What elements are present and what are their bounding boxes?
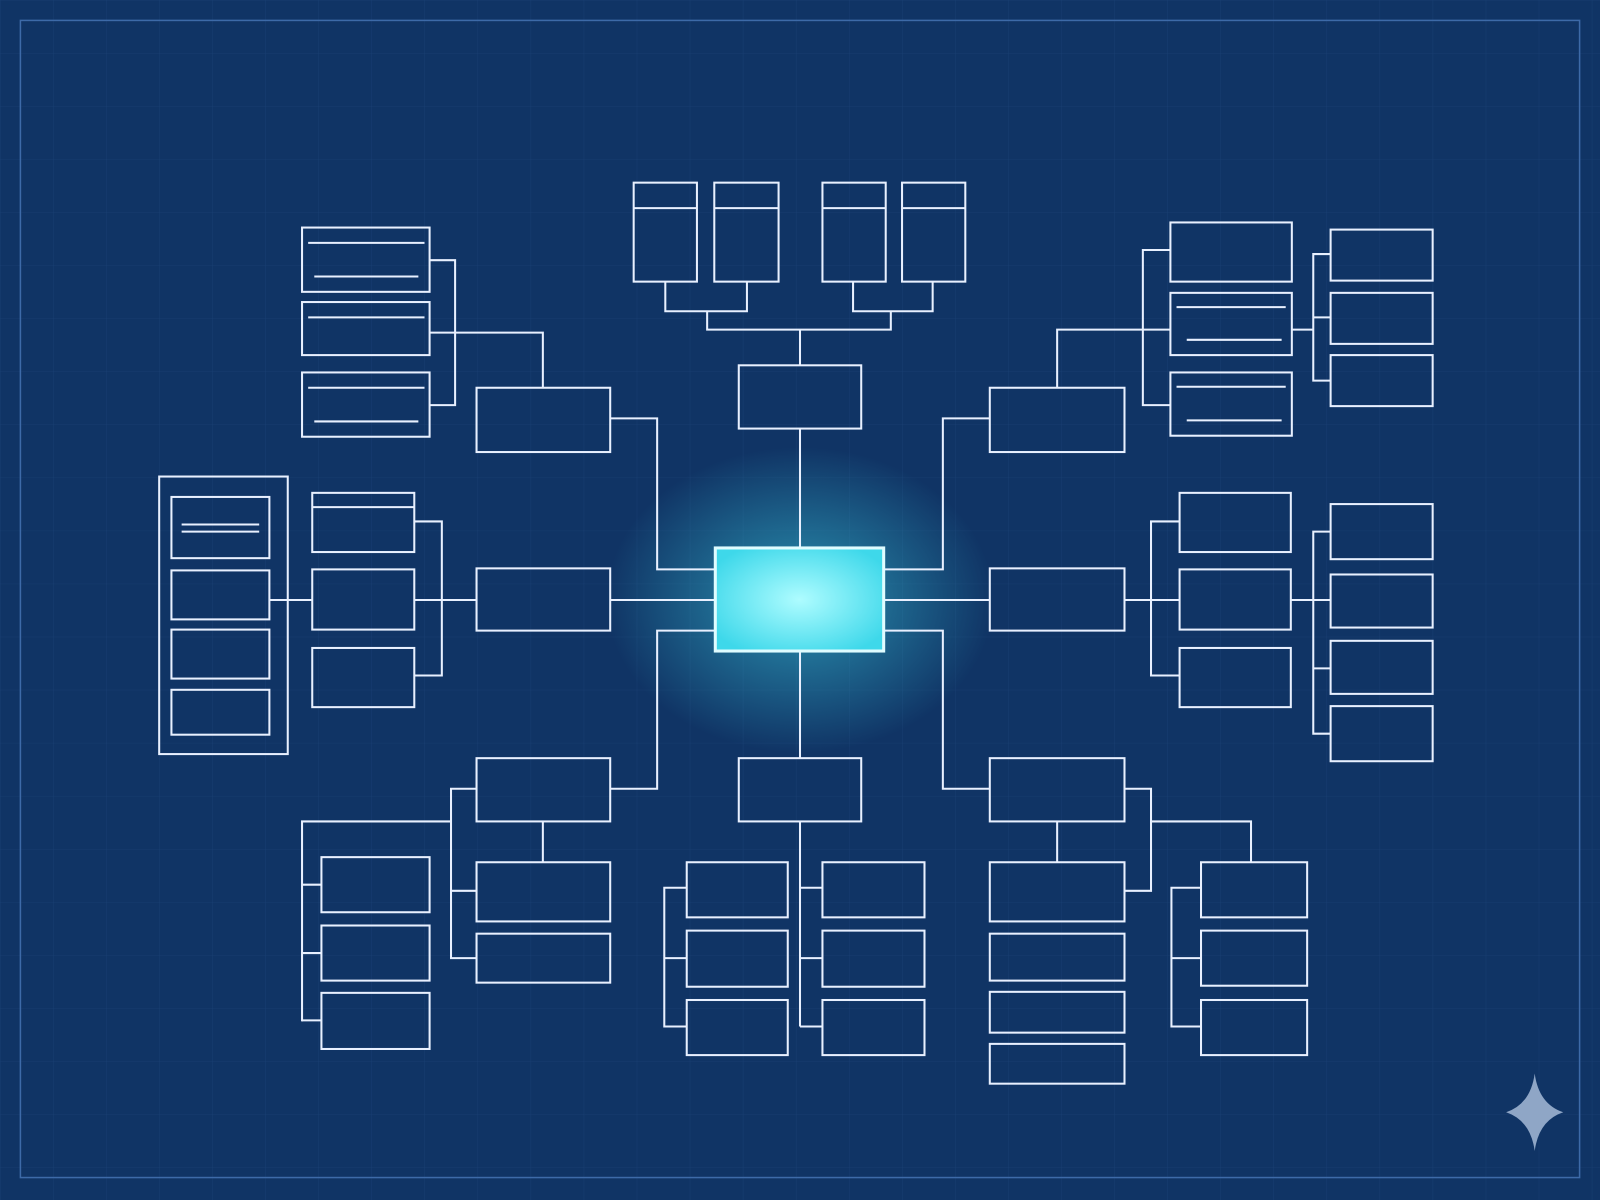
branch-node-bottom[interactable] [737,757,863,823]
leaf-node[interactable] [311,646,416,709]
top-node[interactable] [901,181,967,283]
leaf-node[interactable] [1329,573,1434,629]
leaf-node[interactable] [1200,998,1309,1057]
leaf-node[interactable] [320,856,431,914]
leaf-node[interactable] [988,932,1126,982]
leaf-node[interactable] [988,1042,1126,1085]
connector-line [852,281,934,313]
leaf-node[interactable] [301,226,431,293]
frame-border [19,19,1581,1179]
leaf-node[interactable] [988,990,1126,1034]
leaf-node[interactable] [1329,503,1434,561]
panel-row[interactable] [170,628,271,680]
connector-line [1124,787,1153,892]
leaf-node[interactable] [1329,354,1434,408]
leaf-node[interactable] [988,861,1126,923]
sparkle-icon [1506,1073,1564,1152]
connector-line [610,629,716,790]
top-node[interactable] [821,181,887,283]
leaf-node[interactable] [301,301,431,357]
connector-line [1141,248,1171,407]
leaf-node[interactable] [821,998,926,1057]
branch-node-bottom-right[interactable] [988,757,1126,823]
connector-line [883,629,990,790]
connector-line [301,820,452,1022]
connector-line [414,520,443,677]
connector-line [883,417,990,571]
top-node[interactable] [632,181,698,283]
leaf-node[interactable] [1178,491,1292,554]
panel-node[interactable] [158,475,289,756]
connector-line [450,787,477,960]
branch-node-left[interactable] [475,567,612,632]
leaf-node[interactable] [821,861,926,919]
leaf-node[interactable] [1178,646,1292,709]
leaf-node[interactable] [1169,221,1293,283]
connector-line [610,417,716,571]
leaf-node[interactable] [1200,929,1309,987]
leaf-node[interactable] [301,371,431,438]
leaf-node[interactable] [685,861,789,919]
connector-line [1056,328,1171,388]
connector-line [1151,820,1253,863]
panel-row[interactable] [170,688,271,736]
connector-line [429,331,544,388]
leaf-node[interactable] [311,491,416,554]
leaf-node[interactable] [685,998,789,1057]
center-node[interactable] [713,546,886,653]
branch-node-bottom-left[interactable] [475,757,612,823]
leaf-node[interactable] [1329,639,1434,695]
branch-node-right[interactable] [988,567,1126,632]
leaf-node[interactable] [1200,861,1309,919]
connector-line [1312,530,1331,735]
panel-row[interactable] [170,495,271,560]
leaf-node[interactable] [475,861,612,923]
leaf-node[interactable] [821,929,926,988]
leaf-node[interactable] [1329,228,1434,282]
leaf-node[interactable] [475,932,612,984]
branch-node-top[interactable] [737,364,863,430]
top-node[interactable] [713,181,780,283]
leaf-node[interactable] [1329,291,1434,345]
branch-node-top-right[interactable] [988,386,1126,454]
leaf-node[interactable] [1169,371,1293,437]
leaf-node[interactable] [1169,291,1293,357]
leaf-node[interactable] [311,568,416,631]
connector-line [429,259,457,407]
leaf-node[interactable] [1178,568,1292,631]
leaf-node[interactable] [1329,705,1434,763]
leaf-node[interactable] [320,991,431,1050]
leaf-node[interactable] [320,924,431,982]
leaf-node[interactable] [685,929,789,988]
connector-line [1150,520,1180,677]
panel-row[interactable] [170,569,271,621]
branch-node-top-left[interactable] [475,386,612,454]
